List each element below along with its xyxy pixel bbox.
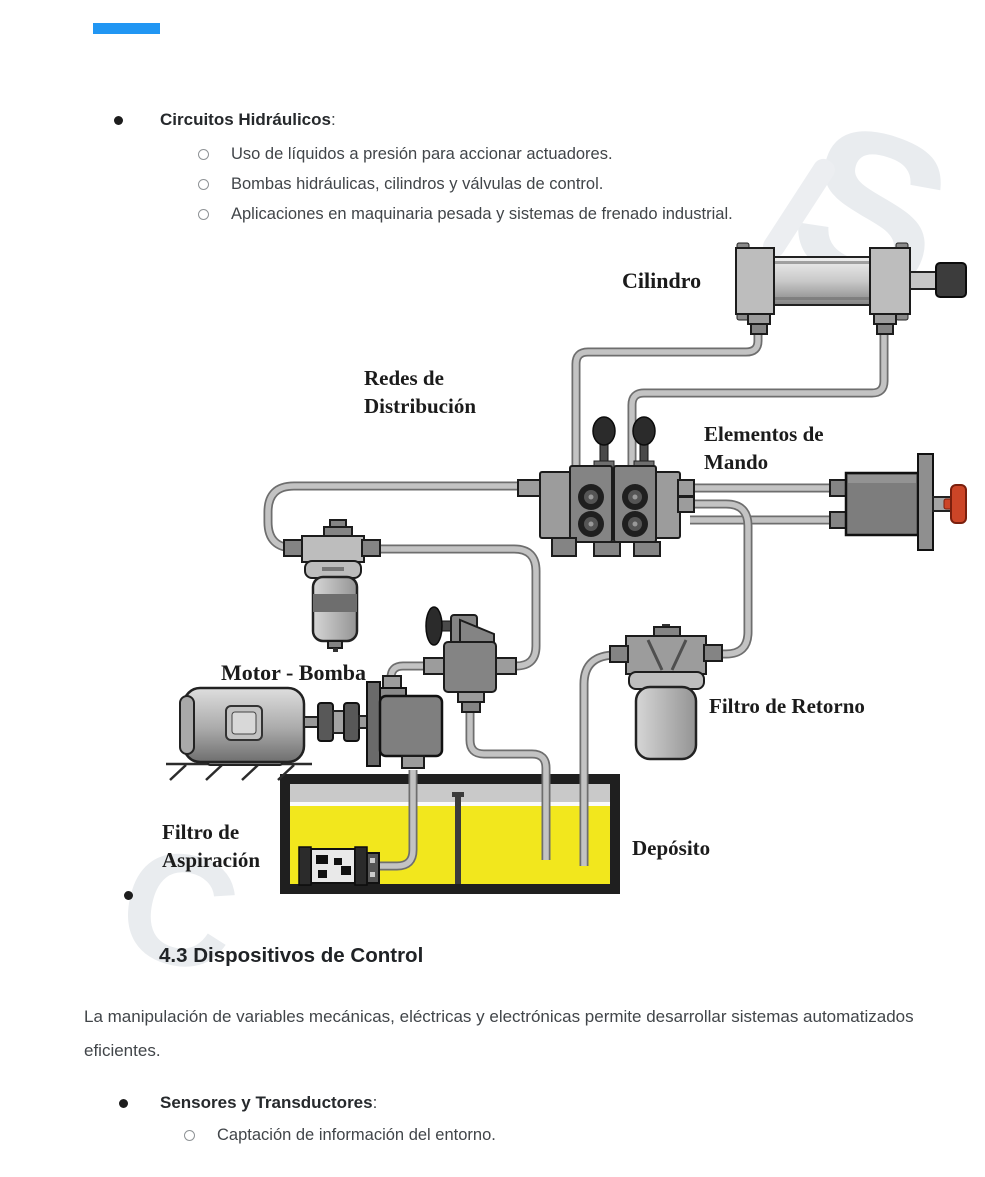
list1-title: Circuitos Hidráulicos: [160, 110, 331, 129]
rotary-actuator: [829, 453, 967, 551]
pipe-drain-line: [467, 706, 549, 860]
hydraulic-pump: [366, 675, 444, 769]
cylinder-rod: [909, 271, 939, 290]
sub-item-text: Bombas hidráulicas, cilindros y válvulas…: [231, 175, 604, 193]
label-filtro-aspiracion-1: Filtro de: [162, 820, 239, 844]
bullet-item-circuitos: Circuitos Hidráulicos:: [114, 109, 336, 131]
label-filtro-retorno: Filtro de Retorno: [709, 694, 865, 718]
cylinder-port-left: [747, 313, 771, 325]
label-elementos-2: Mando: [704, 450, 768, 474]
suction-strainer: [298, 846, 380, 886]
actuator-plate: [917, 453, 934, 551]
ground-hatching: [166, 762, 312, 781]
diagram-labels: Cilindro Redes de Distribución Elementos…: [162, 268, 865, 872]
sub-bullet-item: Aplicaciones en maquinaria pesada y sist…: [198, 203, 733, 225]
valve-handwheel: [425, 606, 443, 646]
accent-bar: [93, 23, 160, 34]
return-filter-canister: [634, 685, 698, 761]
actuator-body: [844, 471, 920, 537]
sub-bullet-item: Bombas hidráulicas, cilindros y válvulas…: [198, 173, 603, 195]
section-heading: 4.3 Dispositivos de Control: [159, 944, 424, 967]
hydraulic-circuit-diagram: Cilindro Redes de Distribución Elementos…: [162, 242, 967, 894]
sub-item-text: Aplicaciones en maquinaria pesada y sist…: [231, 205, 733, 223]
bullet-ring-icon: [198, 179, 209, 190]
electric-motor: [179, 686, 321, 766]
return-filter: [609, 624, 723, 761]
sub-bullet-item: Uso de líquidos a presión para accionar …: [198, 143, 613, 165]
cylinder-cap-right: [869, 247, 911, 315]
label-redes-2: Distribución: [364, 394, 476, 418]
pipe-return-line: [692, 501, 751, 657]
sub-bullet-item: Captación de información del entorno.: [184, 1124, 496, 1146]
valve-knob-right: [632, 416, 656, 446]
pump-body: [378, 694, 444, 758]
shaft-coupling: [317, 702, 370, 742]
control-valve-block: [517, 416, 695, 557]
hydraulic-pipes: [263, 330, 889, 871]
bullet-dot-icon: [114, 116, 123, 125]
label-elementos-1: Elementos de: [704, 422, 824, 446]
bullet-dot-icon: [124, 891, 133, 900]
pipe-pressure-line: [265, 483, 524, 551]
cylinder-component: [735, 242, 967, 335]
label-redes-1: Redes de: [364, 366, 444, 390]
return-filter-head: [625, 635, 707, 675]
sub-item-text: Captación de información del entorno.: [217, 1126, 496, 1144]
cylinder-rod-end: [935, 262, 967, 298]
valve-port-right-bottom: [677, 496, 695, 513]
pipe-cylinder-right: [629, 330, 887, 474]
empty-bullet: [124, 891, 133, 900]
tank-baffle: [455, 796, 461, 884]
relief-valve-body: [443, 641, 497, 693]
accent-bar-rect: [93, 23, 160, 34]
pipe-cylinder-left: [573, 330, 761, 482]
bullet-ring-icon: [198, 209, 209, 220]
red-lever: [950, 484, 967, 524]
tank-baffle-top: [452, 792, 464, 797]
bullet-dot-icon: [119, 1099, 128, 1108]
bullet-item-sensores: Sensores y Transductores:: [119, 1092, 377, 1114]
cylinder-cap-left: [735, 247, 775, 315]
tank-fluid-surface: [290, 802, 610, 806]
tank-air-gap: [290, 784, 610, 802]
label-deposito: Depósito: [632, 836, 710, 860]
valve-port-left: [517, 479, 541, 497]
pressure-filter: [283, 519, 381, 652]
valve-knob-left: [592, 416, 616, 446]
pump-mount-plate: [366, 681, 381, 767]
bullet-ring-icon: [184, 1130, 195, 1141]
valve-port-right-top: [677, 479, 695, 497]
label-motor-bomba: Motor - Bomba: [221, 660, 366, 685]
bullet-ring-icon: [198, 149, 209, 160]
label-cilindro: Cilindro: [622, 268, 701, 293]
list2-colon: :: [372, 1093, 378, 1112]
label-filtro-aspiracion-2: Aspiración: [162, 848, 260, 872]
sub-item-text: Uso de líquidos a presión para accionar …: [231, 145, 613, 163]
pipe-filter-feed: [378, 546, 539, 669]
pressure-filter-head: [301, 535, 365, 563]
body-paragraph: La manipulación de variables mecánicas, …: [84, 1007, 914, 1060]
pipe-suction-line: [376, 770, 416, 869]
list2-title: Sensores y Transductores: [160, 1093, 373, 1112]
relief-valve: [423, 606, 517, 713]
list1-colon: :: [330, 110, 336, 129]
cylinder-port-right: [873, 313, 897, 325]
